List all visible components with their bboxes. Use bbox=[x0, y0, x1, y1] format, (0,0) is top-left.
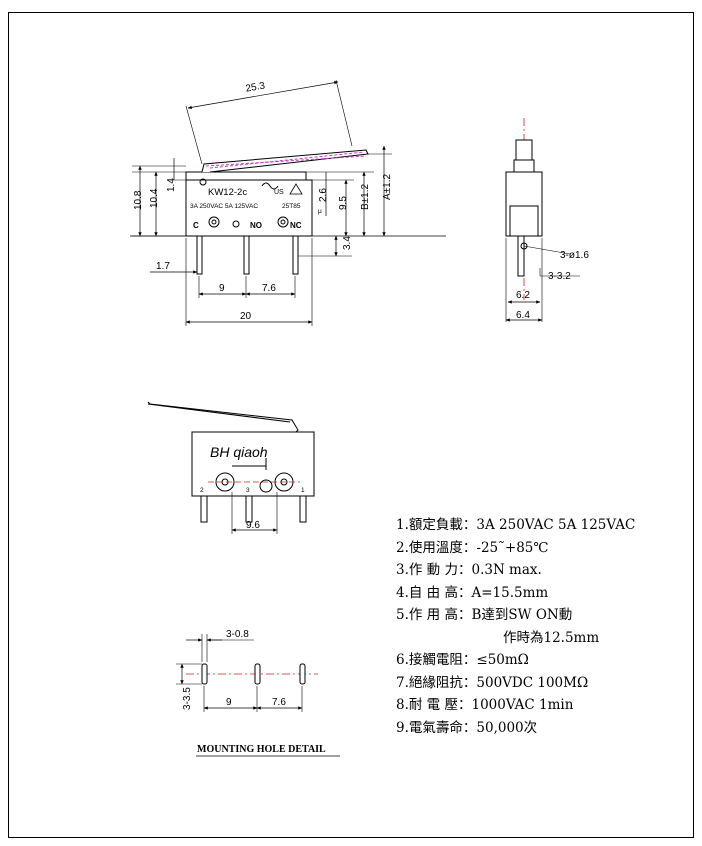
spec-num: 6. bbox=[396, 652, 409, 668]
spec-value: 作時為12.5mm bbox=[503, 629, 600, 646]
rating-label: 3A 250VAC 5A 125VAC bbox=[190, 203, 258, 210]
dim-pitch-9-6: 9.6 bbox=[246, 520, 260, 531]
spec-item: 1.額定負載：3A 250VAC 5A 125VAC bbox=[396, 514, 696, 537]
spec-value: 0.3N max. bbox=[471, 562, 542, 578]
dim-hole-0-8: 3-0.8 bbox=[226, 629, 249, 640]
dim-9-5: 9.5 bbox=[338, 196, 349, 210]
mounting-hole-detail bbox=[176, 634, 340, 757]
spec-num: 8. bbox=[396, 697, 409, 713]
brand-label: BH qiaoh bbox=[210, 444, 268, 460]
dim-a: A±1.2 bbox=[382, 174, 393, 200]
spec-num: 9. bbox=[396, 719, 409, 736]
back-view bbox=[147, 401, 315, 534]
dim-pitch-7-6: 7.6 bbox=[262, 283, 276, 294]
spec-num: 1. bbox=[396, 517, 409, 533]
spec-item: 4.自 由 高：A=15.5mm bbox=[396, 582, 696, 605]
spec-value: -25˜+85℃ bbox=[476, 539, 549, 556]
spec-item: 5.作 用 高：B達到SW ON動 bbox=[396, 604, 696, 627]
spec-label: 耐 電 壓： bbox=[408, 697, 472, 713]
dim-pin-3-4: 3.4 bbox=[342, 236, 353, 250]
spec-value: 500VDC 100MΩ bbox=[476, 674, 589, 691]
ul-logo-icon bbox=[261, 182, 279, 190]
spec-label: 自 由 高： bbox=[408, 584, 472, 601]
spec-label: 額定負載： bbox=[408, 517, 477, 533]
end-view bbox=[505, 118, 580, 322]
terminal-no-label: NO bbox=[250, 221, 262, 230]
dim-pin-3-2: 3-3.2 bbox=[548, 271, 571, 282]
terminal-c-label: C bbox=[193, 221, 199, 230]
dim-length-20: 20 bbox=[240, 311, 252, 322]
drawing-frame bbox=[8, 12, 694, 838]
spec-list: 1.額定負載：3A 250VAC 5A 125VAC 2.使用溫度：-25˜+8… bbox=[396, 514, 696, 739]
spec-value: 1000VAC 1min bbox=[471, 697, 574, 713]
cert-triangle-icon bbox=[289, 183, 303, 195]
spec-num: 2. bbox=[396, 539, 409, 556]
spec-value: B達到SW ON動 bbox=[471, 607, 573, 623]
dim-height-body: 10.4 bbox=[149, 188, 160, 208]
spec-value: 3A 250VAC 5A 125VAC bbox=[476, 517, 636, 533]
spec-item: 3.作 動 力：0.3N max. bbox=[396, 559, 696, 582]
temp-label: 25T85 bbox=[282, 203, 301, 210]
spec-value: 50,000次 bbox=[476, 719, 538, 736]
spec-num: 5. bbox=[396, 607, 409, 623]
spec-item: 7.絕緣阻抗：500VDC 100MΩ bbox=[396, 672, 696, 695]
spec-label: 絕緣阻抗： bbox=[408, 674, 477, 691]
spec-value: A=15.5mm bbox=[471, 584, 549, 601]
spec-label: 使用溫度： bbox=[408, 539, 477, 556]
dim-1-7: 1.7 bbox=[156, 261, 170, 272]
spec-item: 8.耐 電 壓：1000VAC 1min bbox=[396, 694, 696, 717]
dim-hole-3-5: 3-3.5 bbox=[182, 687, 193, 710]
dim-pitch-9: 9 bbox=[219, 283, 225, 294]
spec-item: 6.接觸電阻：≤50mΩ bbox=[396, 649, 696, 672]
terminal-2-label: 2 bbox=[200, 487, 204, 494]
dim-mh-9: 9 bbox=[226, 697, 232, 708]
spec-label: 電氣壽命： bbox=[408, 719, 477, 736]
spec-label: 作 動 力： bbox=[408, 562, 472, 578]
spec-value: ≤50mΩ bbox=[476, 652, 529, 668]
spec-num: 4. bbox=[396, 584, 409, 601]
spec-num: 7. bbox=[396, 674, 409, 691]
dim-2-6: 2.6 bbox=[318, 188, 329, 202]
dim-top-step: 1.4 bbox=[166, 178, 177, 192]
spec-num: 3. bbox=[396, 562, 409, 578]
dim-width-6-2: 6.2 bbox=[516, 290, 530, 301]
terminal-1-label: 1 bbox=[301, 487, 305, 494]
spec-label: 接觸電阻： bbox=[408, 652, 477, 668]
terminal-3-label: 3 bbox=[246, 487, 250, 494]
dim-height-total: 10.8 bbox=[133, 190, 144, 210]
side-view bbox=[130, 79, 446, 326]
model-label: KW12-2c bbox=[208, 187, 247, 198]
spec-label: 作 用 高： bbox=[408, 607, 472, 623]
micro-mark: μ bbox=[318, 208, 322, 215]
dim-lever: 25.3 bbox=[245, 80, 267, 94]
spec-item: 作時為12.5mm bbox=[396, 627, 696, 650]
mounting-title: MOUNTING HOLE DETAIL bbox=[197, 744, 326, 755]
dim-mh-7-6: 7.6 bbox=[272, 697, 286, 708]
dim-hole: 3-ø1.6 bbox=[560, 250, 589, 261]
ul-mark: US bbox=[274, 189, 284, 196]
spec-item: 9.電氣壽命：50,000次 bbox=[396, 717, 696, 740]
dim-width-6-4: 6.4 bbox=[516, 310, 530, 321]
spec-item: 2.使用溫度：-25˜+85℃ bbox=[396, 537, 696, 560]
dim-b: B±1.2 bbox=[360, 184, 371, 210]
terminal-nc-label: NC bbox=[290, 221, 302, 230]
